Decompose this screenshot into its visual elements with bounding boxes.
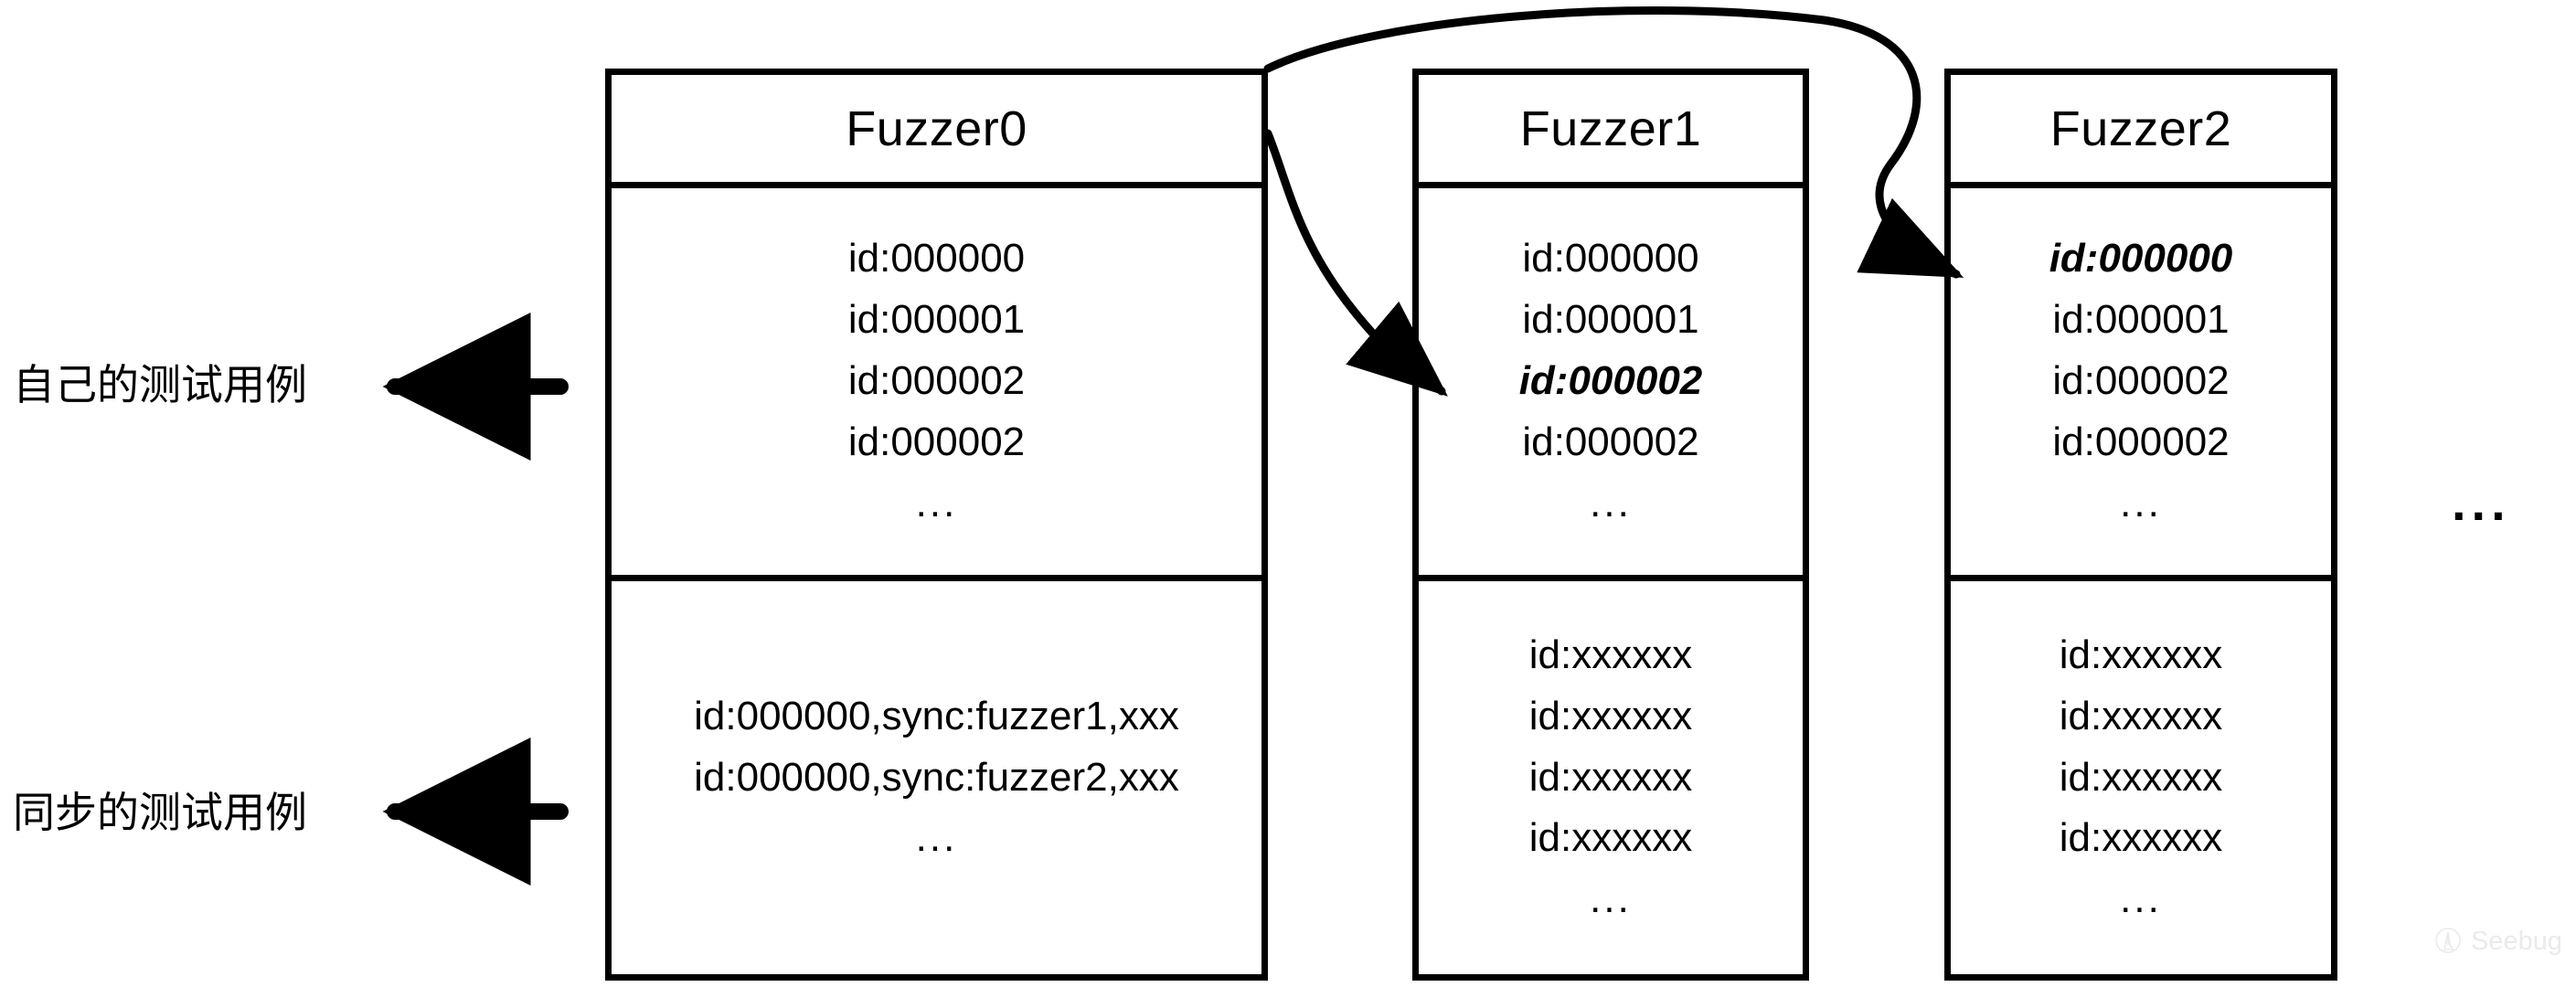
case-line: id:000002: [847, 419, 1026, 464]
case-line-highlighted: id:000002: [1518, 358, 1703, 404]
fuzzer-synced-section-1: id:xxxxxx id:xxxxxx id:xxxxxx id:xxxxxx …: [1419, 581, 1803, 974]
fuzzer-header-1: Fuzzer1: [1419, 75, 1803, 188]
fuzzer-box-0: Fuzzer0 id:000000 id:000001 id:000002 id…: [605, 69, 1268, 981]
more-fuzzers-ellipsis: ...: [2452, 473, 2511, 531]
watermark: Seebug: [2432, 925, 2562, 958]
label-own-test-cases: 自己的测试用例: [13, 361, 307, 409]
fuzzer-synced-section-0: id:000000,sync:fuzzer1,xxx id:000000,syn…: [612, 581, 1261, 974]
case-line: id:000000,sync:fuzzer2,xxx: [694, 754, 1179, 800]
fuzzer-title-0: Fuzzer0: [846, 101, 1027, 156]
case-line: id:000000,sync:fuzzer1,xxx: [694, 693, 1179, 738]
fuzzer-synced-section-2: id:xxxxxx id:xxxxxx id:xxxxxx id:xxxxxx …: [1951, 581, 2331, 974]
case-line: id:xxxxxx: [2059, 815, 2223, 861]
case-line: id:000002: [2052, 419, 2230, 464]
case-line: id:000001: [847, 297, 1026, 343]
case-line: id:xxxxxx: [1528, 631, 1693, 677]
case-ellipsis: ...: [1590, 480, 1632, 525]
watermark-text: Seebug: [2471, 926, 2562, 956]
case-line: id:000001: [1522, 297, 1699, 343]
case-line: id:000001: [2052, 297, 2230, 343]
case-line: id:xxxxxx: [1528, 754, 1693, 800]
case-line: id:000000: [847, 236, 1026, 281]
case-line: id:000002: [847, 358, 1026, 404]
case-line: id:xxxxxx: [2059, 631, 2223, 677]
case-line: id:xxxxxx: [2059, 754, 2223, 800]
fuzzer-box-2: Fuzzer2 id:000000 id:000001 id:000002 id…: [1944, 69, 2337, 981]
label-synced-test-cases: 同步的测试用例: [13, 789, 307, 836]
case-line: id:xxxxxx: [1528, 693, 1693, 738]
fuzzer-own-section-0: id:000000 id:000001 id:000002 id:000002 …: [612, 188, 1261, 581]
case-ellipsis: ...: [915, 815, 958, 861]
case-line: id:000002: [1522, 419, 1699, 464]
fuzzer-title-2: Fuzzer2: [2049, 101, 2232, 156]
case-ellipsis: ...: [1590, 876, 1632, 922]
seebug-logo-icon: [2435, 928, 2461, 953]
case-ellipsis: ...: [915, 480, 958, 525]
fuzzer-header-2: Fuzzer2: [1951, 75, 2331, 188]
fuzzer-box-1: Fuzzer1 id:000000 id:000001 id:000002 id…: [1412, 69, 1809, 981]
case-line-highlighted: id:000000: [2049, 236, 2233, 281]
fuzzer-header-0: Fuzzer0: [612, 75, 1261, 188]
case-ellipsis: ...: [2120, 480, 2162, 525]
case-ellipsis: ...: [2120, 876, 2162, 922]
fuzzer-title-1: Fuzzer1: [1519, 101, 1702, 156]
fuzzer-own-section-1: id:000000 id:000001 id:000002 id:000002 …: [1419, 188, 1803, 581]
case-line: id:000000: [1522, 236, 1699, 281]
case-line: id:xxxxxx: [1528, 815, 1693, 861]
case-line: id:xxxxxx: [2059, 693, 2223, 738]
case-line: id:000002: [2052, 358, 2230, 404]
fuzzer-own-section-2: id:000000 id:000001 id:000002 id:000002 …: [1951, 188, 2331, 581]
